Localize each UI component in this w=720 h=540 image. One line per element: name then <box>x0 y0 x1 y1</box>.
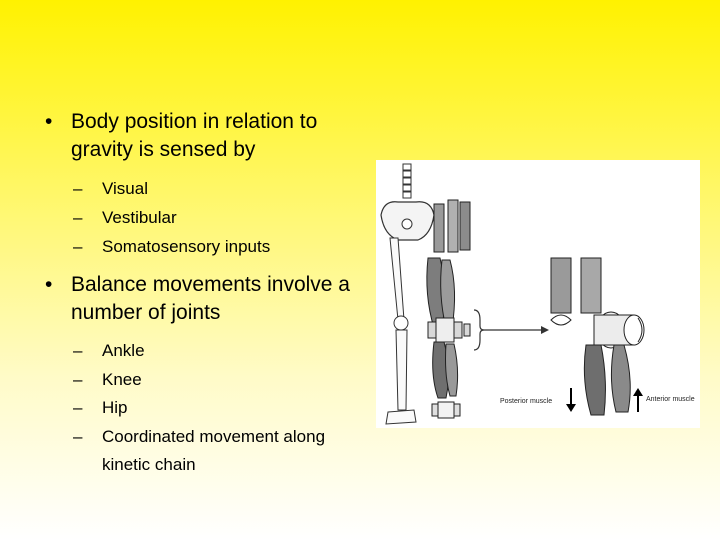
bullet-list: • Body position in relation to gravity i… <box>40 108 370 490</box>
sub-item-knee: –Knee <box>73 369 142 389</box>
shin-muscles-illustration <box>432 341 459 399</box>
enlarged-joint-illustration <box>550 257 645 416</box>
sub-item-hip: –Hip <box>73 398 128 417</box>
sub-list-2: –Ankle –Knee –Hip –Coordinated movement … <box>40 337 370 480</box>
sub-item-visual: –Visual <box>73 179 148 198</box>
sub-item-somatosensory: –Somatosensory inputs <box>73 237 271 256</box>
anatomy-illustration: Posterior muscle Anterior muscle <box>380 163 695 425</box>
femur-illustration <box>389 237 405 321</box>
bullet-1: • Body position in relation to gravity i… <box>40 108 370 164</box>
bullet-2-text: Balance movements involve a number of jo… <box>71 273 350 324</box>
spine-illustration <box>402 163 412 199</box>
posterior-arrow-head <box>566 404 576 412</box>
sub-item-label: Ankle <box>102 341 145 360</box>
sub-list-1: –Visual –Vestibular –Somatosensory input… <box>40 174 370 261</box>
anterior-muscle-label: Anterior muscle <box>646 396 695 403</box>
sub-item-vestibular: –Vestibular <box>73 208 177 227</box>
sub-item-ankle: –Ankle <box>73 341 145 360</box>
sub-item-label: Coordinated movement along kinetic chain <box>102 426 326 475</box>
bracket-illustration <box>473 309 485 351</box>
sub-item-label: Hip <box>102 398 128 417</box>
anterior-arrow-head <box>633 388 643 396</box>
hip-muscles-illustration <box>433 199 471 253</box>
posterior-muscle-label: Posterior muscle <box>500 398 552 405</box>
thigh-muscles-illustration <box>426 257 456 329</box>
sub-item-label: Somatosensory inputs <box>102 237 271 256</box>
tibia-illustration <box>395 329 408 411</box>
sub-item-label: Visual <box>102 179 148 198</box>
bullet-dot: • <box>45 110 53 133</box>
foot-illustration <box>385 409 417 425</box>
arrow-head <box>541 326 549 334</box>
bullet-1-text: Body position in relation to gravity is … <box>71 110 318 161</box>
ankle-joint-illustration <box>431 401 461 419</box>
sub-item-kinetic-chain: –Coordinated movement along kinetic chai… <box>73 426 326 475</box>
sub-item-label: Vestibular <box>102 208 177 227</box>
knee-joint-illustration <box>427 317 471 343</box>
bullet-dot: • <box>45 273 53 296</box>
sub-item-label: Knee <box>102 369 142 389</box>
muscle-joint-figure: Posterior muscle Anterior muscle <box>376 160 700 428</box>
bullet-2: • Balance movements involve a number of … <box>40 271 370 327</box>
